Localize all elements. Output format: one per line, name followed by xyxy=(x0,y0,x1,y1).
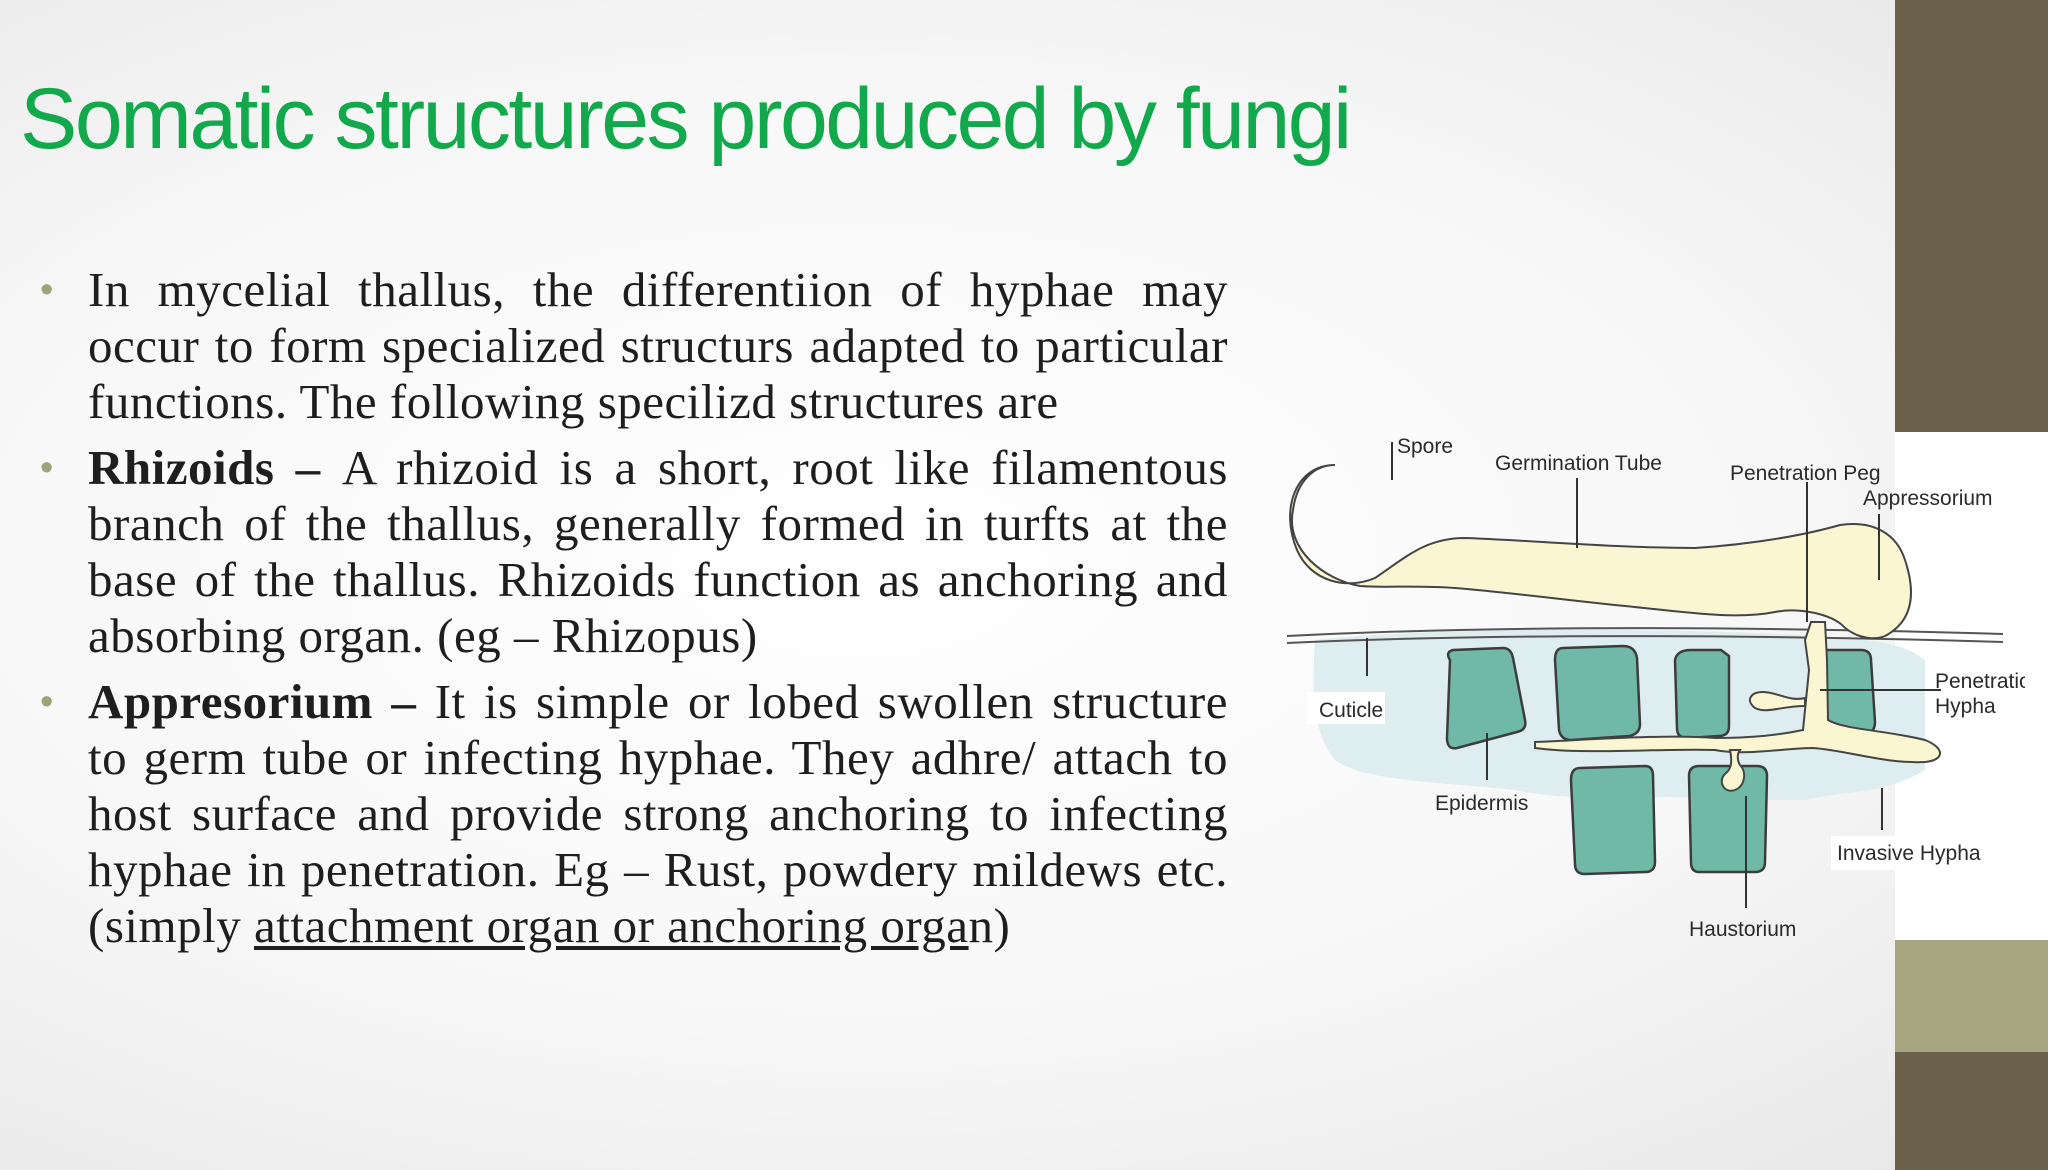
decor-bar-bottom xyxy=(1895,1052,2048,1170)
label-haustorium: Haustorium xyxy=(1689,918,1796,941)
label-germination-tube: Germination Tube xyxy=(1495,452,1662,475)
epidermal-cell xyxy=(1445,646,1527,750)
decor-bar-olive xyxy=(1895,940,2048,1052)
bullet-text: Appresorium – It is simple or lobed swol… xyxy=(88,674,1228,954)
epidermal-cells xyxy=(1445,644,1877,876)
haustorium-shape xyxy=(1720,749,1746,792)
epidermal-cell xyxy=(1553,644,1642,742)
bullet-marker: • xyxy=(40,447,54,489)
cuticle-line-bottom xyxy=(1286,635,2004,644)
epidermal-cell xyxy=(1673,648,1731,740)
label-epidermis: Epidermis xyxy=(1435,792,1528,815)
infection-hypha xyxy=(1534,621,1941,764)
term-rhizoids: Rhizoids – xyxy=(88,440,342,495)
underlined-phrase: attachment organ or anchoring orga xyxy=(253,898,969,953)
bullet-item-appresorium: • Appresorium – It is simple or lobed sw… xyxy=(40,674,1228,954)
label-background xyxy=(1831,836,2017,870)
decor-bar-top xyxy=(1895,0,2048,432)
bullet-list: • In mycelial thallus, the differentiion… xyxy=(40,262,1228,964)
label-cuticle: Cuticle xyxy=(1319,699,1383,722)
bullet-item-intro: • In mycelial thallus, the differentiion… xyxy=(40,262,1228,430)
term-appresorium: Appresorium – xyxy=(88,674,435,729)
label-invasive-hypha: Invasive Hypha xyxy=(1837,842,1981,865)
label-penetration-hypha-line2: Hypha xyxy=(1935,695,1996,718)
slide-title: Somatic structures produced by fungi xyxy=(20,71,1352,167)
label-penetration-peg: Penetration Peg xyxy=(1730,462,1881,485)
label-penetration-hypha-line1: Penetration xyxy=(1935,670,2025,693)
bullet-text: In mycelial thallus, the differentiion o… xyxy=(88,262,1228,429)
spore-germ-tube xyxy=(1289,464,1912,640)
bullet-marker: • xyxy=(40,681,54,723)
bullet-text: Rhizoids – A rhizoid is a short, root li… xyxy=(88,440,1228,664)
epidermal-cell xyxy=(1687,764,1769,874)
label-appressorium: Appressorium xyxy=(1863,487,1993,510)
rhizoids-definition: A rhizoid is a short, root like filament… xyxy=(88,440,1229,663)
leader-lines xyxy=(1366,442,1941,908)
bullet-marker: • xyxy=(40,269,54,311)
haustorium-shape xyxy=(1748,690,1806,712)
label-background xyxy=(1307,692,1385,724)
appresorium-definition: It is simple or lobed swollen structure … xyxy=(88,674,1229,953)
epidermal-cell xyxy=(1569,764,1657,876)
bullet-item-rhizoids: • Rhizoids – A rhizoid is a short, root … xyxy=(40,440,1228,664)
fungal-infection-diagram: Spore Germination Tube Penetration Peg A… xyxy=(1286,435,2025,941)
label-spore: Spore xyxy=(1397,435,1453,458)
definition-tail: n) xyxy=(968,898,1011,953)
